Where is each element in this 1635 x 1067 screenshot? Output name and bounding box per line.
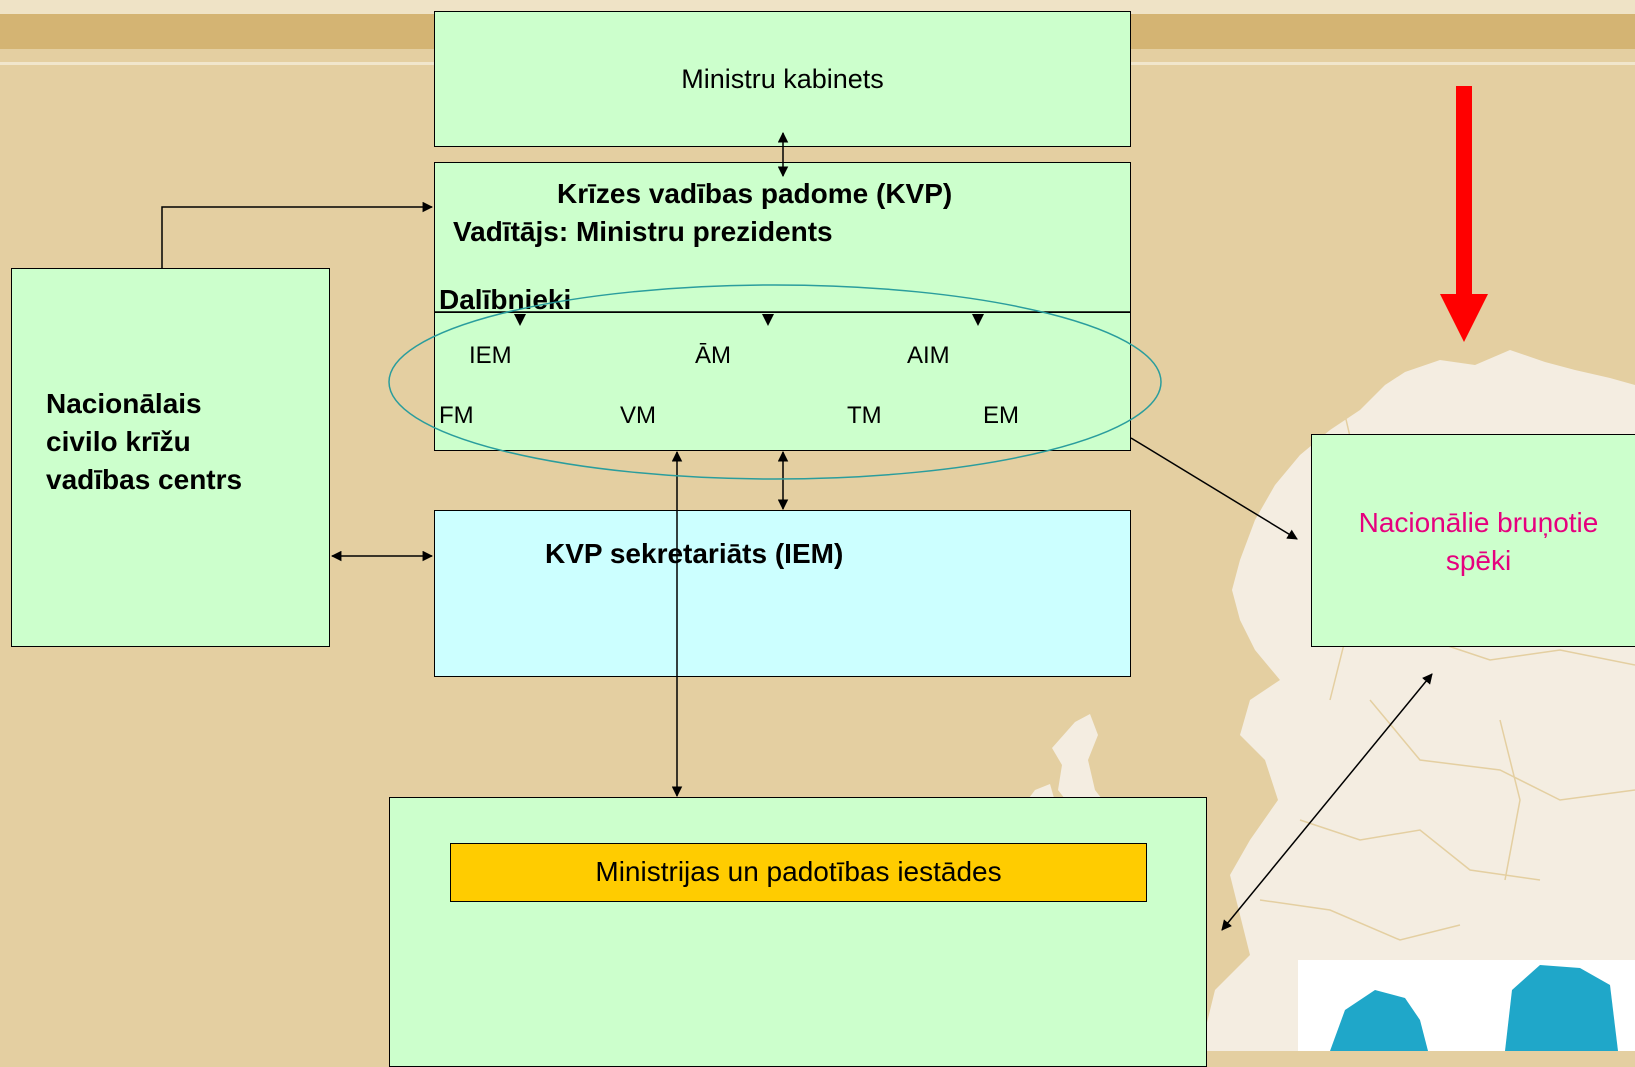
national-centre-line-1: Nacionālais [46,388,202,419]
armed-forces-box [1311,434,1635,647]
map-inset-shape-left [1330,990,1428,1051]
armed-forces-line-1: Nacionālie bruņotie [1358,507,1599,538]
ministries-label: Ministrijas un padotības iestādes [595,856,1002,887]
header-band-light [0,0,1635,14]
secretariat-box [434,510,1131,677]
participant-fm: FM [439,402,474,429]
participant-aim: AIM [907,342,950,369]
participant-am: ĀM [695,342,731,369]
participant-vm: VM [620,402,656,429]
participant-marker-2 [762,314,774,326]
participants-label: Dalībnieki [439,284,572,315]
cabinet-label: Ministru kabinets [681,64,884,94]
centre-to-council-arrow [161,201,434,268]
participant-em: EM [983,402,1019,429]
ministries-label-box [450,843,1147,902]
national-centre-line-2: civilo krīžu [46,426,191,457]
council-chair: Vadītājs: Ministru prezidents [453,216,833,247]
cabinet-box [434,11,1131,147]
map-inset-shape-right [1505,965,1618,1051]
council-title: Krīzes vadības padome (KVP) [557,178,953,209]
ministries-box [389,797,1207,1067]
participant-marker-3 [972,314,984,326]
armed-forces-ministries-arrow [1221,673,1433,931]
participants-ellipse [388,284,1162,480]
armed-forces-line-2: spēki [1445,545,1512,576]
participant-iem: IEM [469,342,512,369]
national-centre-box [11,268,330,647]
red-arrow-shaft [1456,86,1472,296]
council-armed-forces-arrow [1130,437,1298,540]
red-arrow-head [1440,294,1488,342]
participant-tm: TM [847,402,882,429]
participant-marker-1 [514,314,526,326]
secretariat-label: KVP sekretariāts (IEM) [545,538,844,569]
national-centre-line-3: vadības centrs [46,464,243,495]
